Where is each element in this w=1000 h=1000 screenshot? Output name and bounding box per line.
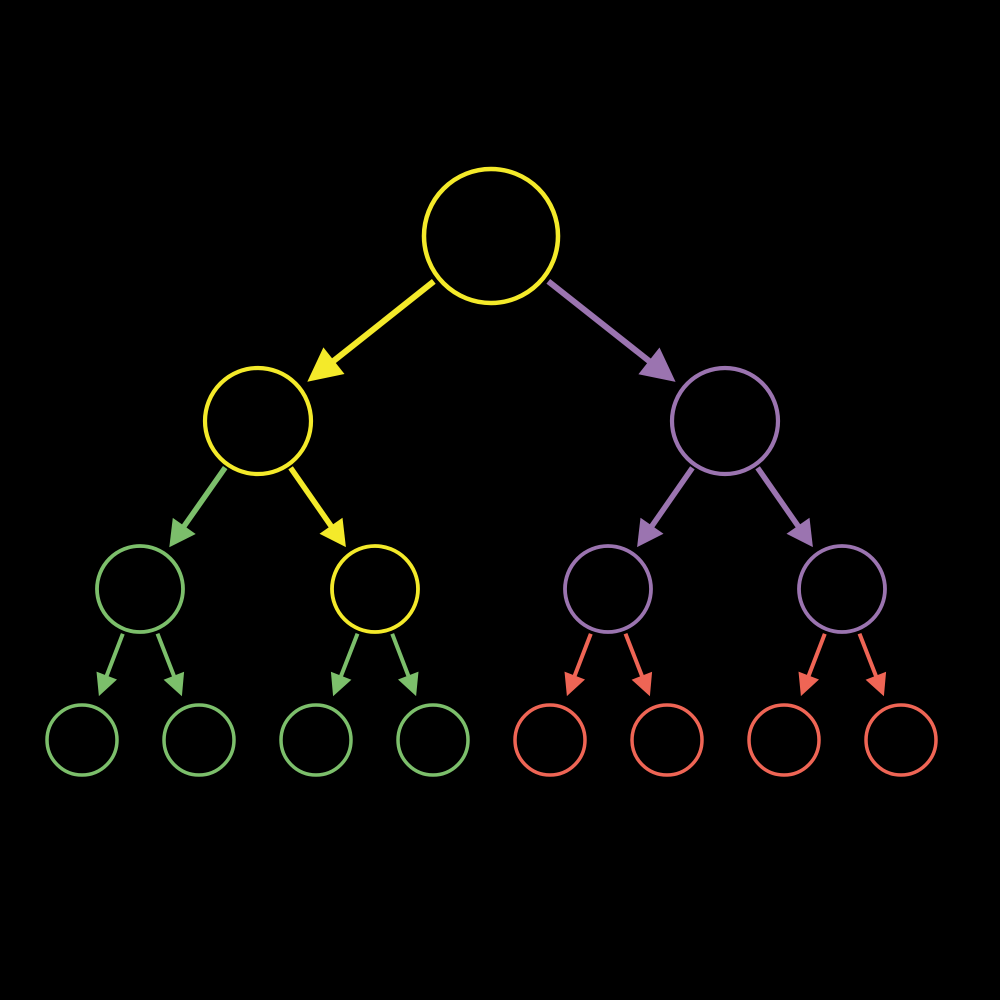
edge-line: [390, 633, 411, 679]
arrowhead-icon: [637, 517, 664, 548]
tree-node-n8: [162, 703, 236, 777]
arrowhead-icon: [638, 347, 676, 382]
edge-arrow-n3-n7: [96, 633, 125, 697]
edge-line: [806, 633, 827, 679]
edge-line: [104, 633, 125, 679]
edge-arrow-n0-n2: [546, 278, 676, 382]
edge-line: [623, 632, 645, 679]
arrowhead-icon: [865, 671, 887, 697]
tree-node-n6: [797, 544, 887, 634]
tree-node-n7: [45, 703, 119, 777]
edge-arrow-n5-n11: [564, 633, 593, 697]
edge-arrow-n6-n14: [857, 632, 887, 697]
edge-line: [338, 632, 360, 679]
edge-line: [180, 466, 228, 530]
tree-node-n2: [669, 365, 781, 477]
arrowhead-icon: [307, 347, 345, 382]
tree-node-n11: [513, 703, 587, 777]
edge-line: [546, 278, 653, 365]
arrowhead-icon: [798, 671, 819, 697]
edge-arrow-n2-n5: [637, 466, 695, 548]
edge-arrow-n5-n12: [623, 632, 653, 697]
edge-line: [155, 632, 177, 679]
arrowhead-icon: [631, 671, 653, 697]
tree-node-n12: [630, 703, 704, 777]
tree-node-n13: [747, 703, 821, 777]
edges-layer: [96, 278, 887, 697]
edge-arrow-n6-n13: [798, 633, 827, 697]
arrowhead-icon: [169, 517, 196, 548]
edge-line: [648, 466, 695, 530]
tree-node-n3: [95, 544, 185, 634]
arrowhead-icon: [398, 671, 419, 697]
edge-arrow-n3-n8: [155, 632, 185, 697]
arrowhead-icon: [564, 671, 585, 697]
edge-arrow-n4-n9: [330, 632, 360, 697]
edge-line: [288, 466, 335, 530]
arrowhead-icon: [330, 671, 352, 697]
edge-arrow-n0-n1: [307, 279, 436, 382]
edge-arrow-n2-n6: [755, 466, 813, 548]
edge-line: [857, 632, 879, 679]
edge-line: [572, 633, 593, 679]
arrowhead-icon: [96, 671, 117, 697]
edge-line: [330, 279, 436, 365]
tree-node-n4: [330, 544, 420, 634]
tree-node-n5: [563, 544, 653, 634]
nodes-layer: [45, 166, 938, 777]
edge-arrow-n4-n10: [390, 633, 419, 697]
edge-arrow-n1-n3: [169, 466, 228, 548]
edge-arrow-n1-n4: [288, 466, 346, 548]
arrowhead-icon: [163, 671, 185, 697]
edge-line: [755, 466, 802, 530]
tree-node-n9: [279, 703, 353, 777]
tree-node-n0: [421, 166, 561, 306]
arrowhead-icon: [319, 517, 346, 548]
tree-node-n1: [202, 365, 314, 477]
tree-node-n10: [396, 703, 470, 777]
arrowhead-icon: [786, 517, 813, 548]
tree-node-n14: [864, 703, 938, 777]
